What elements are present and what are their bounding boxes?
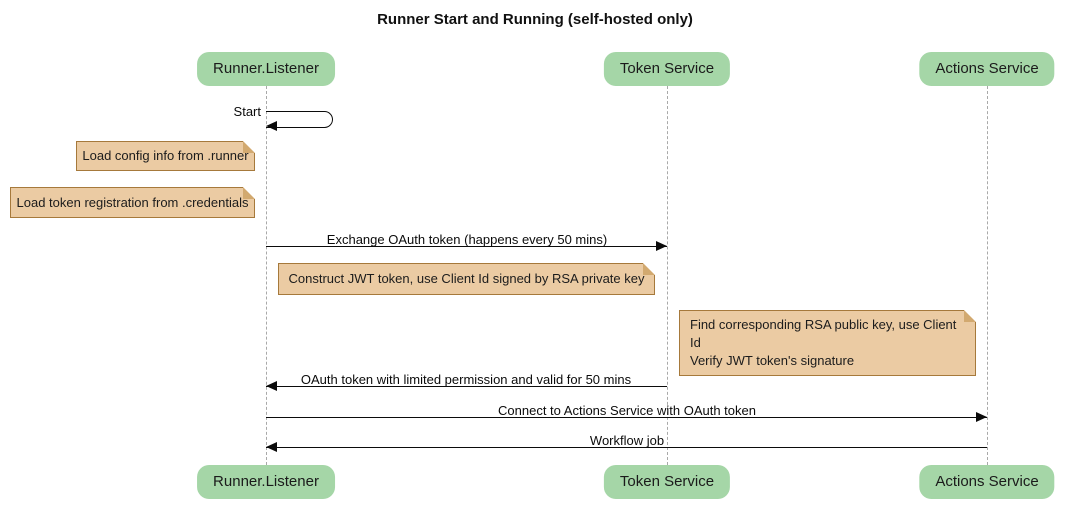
message-line-oauth-token-return xyxy=(266,386,667,387)
note-load-token-registration: Load token registration from .credential… xyxy=(10,187,255,218)
participant-actions-service-top: Actions Service xyxy=(919,52,1055,86)
message-label-connect-actions: Connect to Actions Service with OAuth to… xyxy=(498,403,756,418)
note-verify-jwt-line-2: Verify JWT token's signature xyxy=(690,353,855,368)
message-label-start: Start xyxy=(233,104,261,119)
lifeline-token-service xyxy=(667,86,668,465)
message-line-exchange-oauth xyxy=(266,246,667,247)
message-label-workflow-job: Workflow job xyxy=(589,433,665,448)
message-line-workflow-job xyxy=(266,447,987,448)
arrowhead-right-icon xyxy=(656,241,667,251)
arrowhead-left-icon xyxy=(266,381,277,391)
diagram-title: Runner Start and Running (self-hosted on… xyxy=(377,11,693,28)
participant-actions-service-bottom: Actions Service xyxy=(919,465,1055,499)
participant-token-service-bottom: Token Service xyxy=(603,465,731,499)
note-load-config: Load config info from .runner xyxy=(76,141,255,171)
message-label-exchange-oauth: Exchange OAuth token (happens every 50 m… xyxy=(326,232,608,247)
participant-runner-listener-top: Runner.Listener xyxy=(197,52,335,86)
lifeline-actions-service xyxy=(987,86,988,465)
message-line-connect-actions xyxy=(266,417,987,418)
lifeline-runner-listener xyxy=(266,86,267,465)
participant-runner-listener-bottom: Runner.Listener xyxy=(197,465,335,499)
note-verify-jwt-line-1: Find corresponding RSA public key, use C… xyxy=(690,317,957,350)
arrowhead-right-icon xyxy=(976,412,987,422)
self-message-loop xyxy=(266,111,333,128)
arrowhead-left-icon xyxy=(266,121,277,131)
note-verify-jwt: Find corresponding RSA public key, use C… xyxy=(679,310,976,376)
message-label-oauth-token-return: OAuth token with limited permission and … xyxy=(300,372,632,387)
participant-token-service-top: Token Service xyxy=(603,52,731,86)
arrowhead-left-icon xyxy=(266,442,277,452)
note-construct-jwt: Construct JWT token, use Client Id signe… xyxy=(278,263,655,295)
